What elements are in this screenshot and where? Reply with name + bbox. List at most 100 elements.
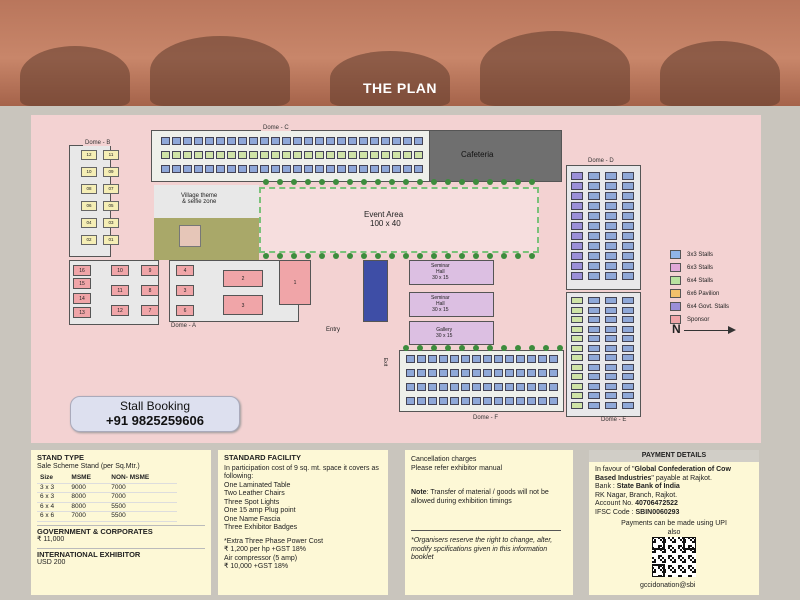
dome-f-stall [417, 369, 426, 377]
dome-d-stall [605, 202, 617, 210]
dome-f-stall [450, 397, 459, 405]
dome-c-stall [414, 137, 423, 145]
table-cell: 7000 [108, 492, 177, 503]
dome-e-stall [605, 306, 617, 314]
tree-icon [403, 253, 409, 259]
dome-e-stall [571, 306, 583, 314]
dome-d-stall [588, 242, 600, 250]
legend-swatch [670, 276, 681, 285]
cafeteria-label: Cafeteria [461, 150, 494, 159]
dome-c-stall [392, 151, 401, 159]
standard-facility-panel: STANDARD FACILITY In participation cost … [218, 450, 388, 595]
left-block-stall: 15 [73, 278, 91, 289]
table-cell: 9000 [68, 483, 109, 493]
dome-c-stall [414, 151, 423, 159]
dome-b-stall: 03 [103, 218, 119, 228]
left-block-stall: 7 [141, 305, 159, 316]
dome-f-stall [494, 355, 503, 363]
dome-d-stall [571, 172, 583, 180]
dome-c-stall [161, 165, 170, 173]
tree-icon [361, 179, 367, 185]
dome-f-stall [527, 355, 536, 363]
tree-icon [431, 253, 437, 259]
dome-f-stall [461, 383, 470, 391]
dome-c-stall [183, 151, 192, 159]
dome-f-stall [505, 397, 514, 405]
upi-qr-code[interactable] [652, 537, 696, 577]
gov-title: GOVERNMENT & CORPORATES [37, 524, 205, 537]
legend-swatch [670, 302, 681, 311]
stall-booking-card[interactable]: Stall Booking +91 9825259606 [70, 396, 240, 432]
cancel-line1: Cancellation charges [411, 456, 477, 463]
favour-suffix: " payable at Rajkot. [651, 474, 712, 482]
table-cell: 5500 [108, 502, 177, 512]
dome-f-stall [483, 397, 492, 405]
dome-c-stall [326, 151, 335, 159]
dome-f-stall [461, 397, 470, 405]
stand-type-title: STAND TYPE [37, 453, 84, 462]
dome-f-stall [527, 369, 536, 377]
dome-f-stall [417, 397, 426, 405]
table-cell: 8000 [68, 502, 109, 512]
tree-icon [529, 253, 535, 259]
tree-icon [445, 253, 451, 259]
facility-item: One Name Fascia [224, 515, 281, 523]
dome-e-stall [622, 306, 634, 314]
dome-d-stall [605, 232, 617, 240]
dome-d-stall [605, 172, 617, 180]
tree-icon [501, 345, 507, 351]
dome-c-stall [337, 165, 346, 173]
dome-f-stall [516, 383, 525, 391]
facility-item: Three Spot Lights [224, 498, 280, 506]
dome-e-stall [605, 354, 617, 361]
dome-f-stall [472, 369, 481, 377]
legend-swatch [670, 289, 681, 298]
dome-f-stall [450, 369, 459, 377]
dome-f-stall [494, 369, 503, 377]
entry-label: Entry [326, 327, 341, 333]
dome-e-stall [622, 344, 634, 352]
dome-c-stall [216, 137, 225, 145]
left-block-stall: 14 [73, 293, 91, 304]
tree-icon [557, 345, 563, 351]
dome-c-stall [161, 151, 170, 159]
dome-c-stall [293, 151, 302, 159]
dome-f [399, 350, 564, 412]
dome-e-stall [605, 373, 617, 380]
dome-b-stall: 01 [103, 235, 119, 245]
left-block-stall: 13 [73, 307, 91, 318]
floor-plan: Dome - B Dome - C Cafeteria Village them… [31, 115, 761, 443]
table-cell: 6 x 4 [37, 502, 69, 512]
legend-item: 6x3 Stalls [670, 263, 713, 272]
dome-c-stall [172, 137, 181, 145]
stall-booking-phone[interactable]: +91 9825259606 [106, 413, 204, 428]
dome-e-stall [588, 401, 600, 409]
left-block-stall: 3 [176, 285, 194, 296]
dome-f-stall [494, 383, 503, 391]
dome-e-stall [588, 373, 600, 380]
dome-e-stall [605, 335, 617, 342]
event-area [259, 187, 539, 253]
dome-f-stall [505, 355, 514, 363]
dome-f-stall [417, 355, 426, 363]
dome-d-stall [588, 272, 600, 280]
dome-c-stall [304, 151, 313, 159]
dome-f-stall [439, 383, 448, 391]
favour-prefix: In favour of " [595, 466, 635, 473]
facility-title: STANDARD FACILITY [224, 453, 301, 462]
dome-e-stall [622, 316, 634, 323]
account-line: Account No. 40706472522 [595, 500, 753, 509]
left-block-stall: 10 [111, 265, 129, 276]
upi-id[interactable]: gccidonation@sbi [640, 582, 696, 589]
dome-c-stall [403, 151, 412, 159]
sponsor-stall: 2 [223, 270, 263, 287]
facility-item: Two Leather Chairs [224, 490, 285, 497]
air-price: ₹ 10,000 +GST 18% [224, 563, 289, 570]
dome-d-stall [571, 242, 583, 250]
facility-item: Three Exhibitor Badges [224, 524, 298, 531]
dome-d-stall [605, 272, 617, 280]
dome-f-stall [417, 383, 426, 391]
sponsor-stall: 3 [223, 295, 263, 315]
dome-d-label: Dome - D [586, 158, 616, 164]
